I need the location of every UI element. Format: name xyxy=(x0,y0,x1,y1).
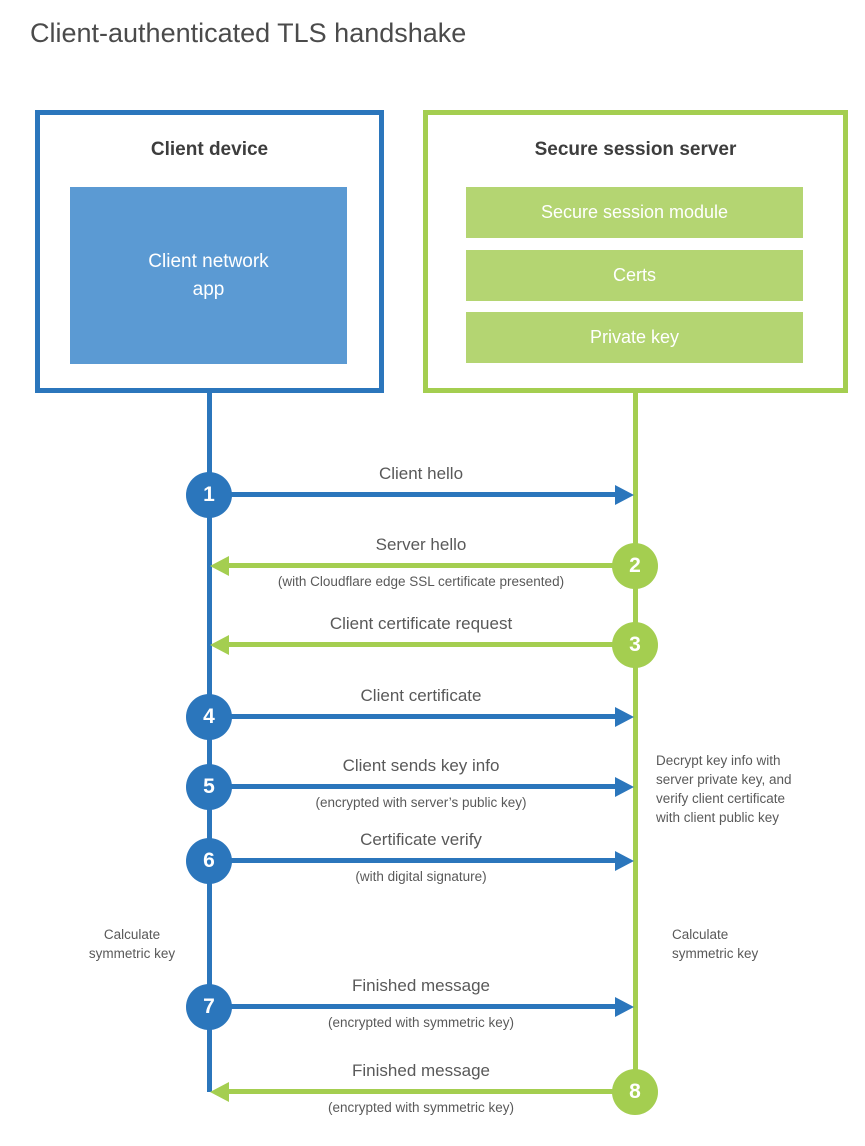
step-8-arrowhead-left-icon xyxy=(210,1082,229,1102)
step-6-arrowhead-right-icon xyxy=(615,851,634,871)
step-8-circle: 8 xyxy=(612,1069,658,1115)
server-module-secure-session: Secure session module xyxy=(466,187,803,238)
decrypt-note-line: verify client certificate xyxy=(656,791,786,806)
client-network-app-label: Client network app xyxy=(148,250,269,300)
calculate-symmetric-key-note-server: Calculate symmetric key xyxy=(672,927,759,961)
decrypt-note-line: with client public key xyxy=(656,810,780,825)
server-module-private-key: Private key xyxy=(466,312,803,363)
client-network-app-box: Client network app xyxy=(70,187,347,364)
step-6-circle: 6 xyxy=(186,838,232,884)
step-8-arrow-line xyxy=(229,1089,635,1094)
step-6-label: Certificate verify xyxy=(360,830,482,849)
step-2-label: Server hello xyxy=(375,535,467,554)
secure-session-server-title: Secure session server xyxy=(534,139,737,160)
step-4-arrow-line xyxy=(209,714,616,719)
step-2-arrowhead-left-icon xyxy=(210,556,229,576)
step-8-sublabel: (encrypted with symmetric key) xyxy=(327,1100,515,1115)
step-7-label: Finished message xyxy=(352,976,490,995)
step-5-label: Client sends key info xyxy=(342,756,500,775)
step-6-sublabel: (with digital signature) xyxy=(355,869,487,884)
decrypt-note-line: Decrypt key info with xyxy=(656,753,781,768)
step-7-arrowhead-right-icon xyxy=(615,997,634,1017)
step-1-arrowhead-right-icon xyxy=(615,485,634,505)
step-3-arrowhead-left-icon xyxy=(210,635,229,655)
step-8-label: Finished message xyxy=(352,1061,490,1080)
step-5-arrow-line xyxy=(209,784,616,789)
client-device-title: Client device xyxy=(150,139,269,160)
step-7-sublabel: (encrypted with symmetric key) xyxy=(327,1015,515,1030)
decrypt-key-info-note: Decrypt key info with server private key… xyxy=(656,751,792,827)
server-module-certs: Certs xyxy=(466,250,803,301)
step-2-sublabel: (with Cloudflare edge SSL certificate pr… xyxy=(277,574,565,589)
step-7-circle: 7 xyxy=(186,984,232,1030)
step-4-label: Client certificate xyxy=(360,686,482,705)
decrypt-note-line: server private key, and xyxy=(656,772,792,787)
calculate-symmetric-key-note-client: Calculate symmetric key xyxy=(88,927,176,961)
step-3-circle: 3 xyxy=(612,622,658,668)
step-4-circle: 4 xyxy=(186,694,232,740)
step-2-arrow-line xyxy=(229,563,635,568)
step-3-arrow-line xyxy=(229,642,635,647)
step-2-circle: 2 xyxy=(612,543,658,589)
step-3-label: Client certificate request xyxy=(329,614,513,633)
client-lifeline xyxy=(207,390,212,1092)
page-title: Client-authenticated TLS handshake xyxy=(30,18,467,48)
step-5-sublabel: (encrypted with server’s public key) xyxy=(315,795,527,810)
step-6-arrow-line xyxy=(209,858,616,863)
step-1-label: Client hello xyxy=(378,464,464,483)
step-1-arrow-line xyxy=(209,492,616,497)
step-1-circle: 1 xyxy=(186,472,232,518)
step-5-circle: 5 xyxy=(186,764,232,810)
server-lifeline xyxy=(633,390,638,1092)
step-7-arrow-line xyxy=(209,1004,616,1009)
step-4-arrowhead-right-icon xyxy=(615,707,634,727)
step-5-arrowhead-right-icon xyxy=(615,777,634,797)
